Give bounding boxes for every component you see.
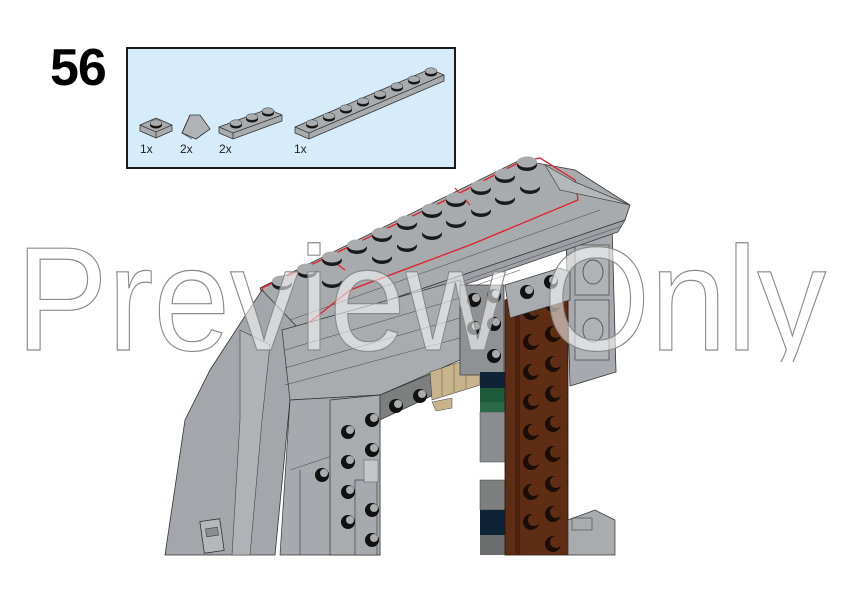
part-qty-4: 1x	[294, 142, 307, 156]
left-wall	[164, 279, 461, 556]
gray-column	[459, 284, 505, 376]
interior-pieces	[479, 372, 509, 555]
part-plate-1x8	[294, 67, 445, 140]
beam-top-brick	[504, 267, 571, 319]
roof-studs	[272, 156, 540, 290]
part-slope-1x1	[181, 114, 211, 140]
step-number: 56	[50, 39, 107, 97]
part-plate-1x1	[139, 117, 173, 139]
door-frame-left	[315, 369, 441, 556]
part-qty-2: 2x	[180, 142, 193, 156]
part-plate-1x3	[218, 107, 283, 140]
bottom-right-piece	[567, 509, 616, 556]
right-wall	[565, 223, 617, 387]
part-qty-1: 1x	[140, 142, 153, 156]
part-qty-3: 2x	[219, 142, 232, 156]
brown-beam	[504, 279, 569, 556]
parts-callout: 1x 2x 2x 1x	[126, 47, 456, 169]
